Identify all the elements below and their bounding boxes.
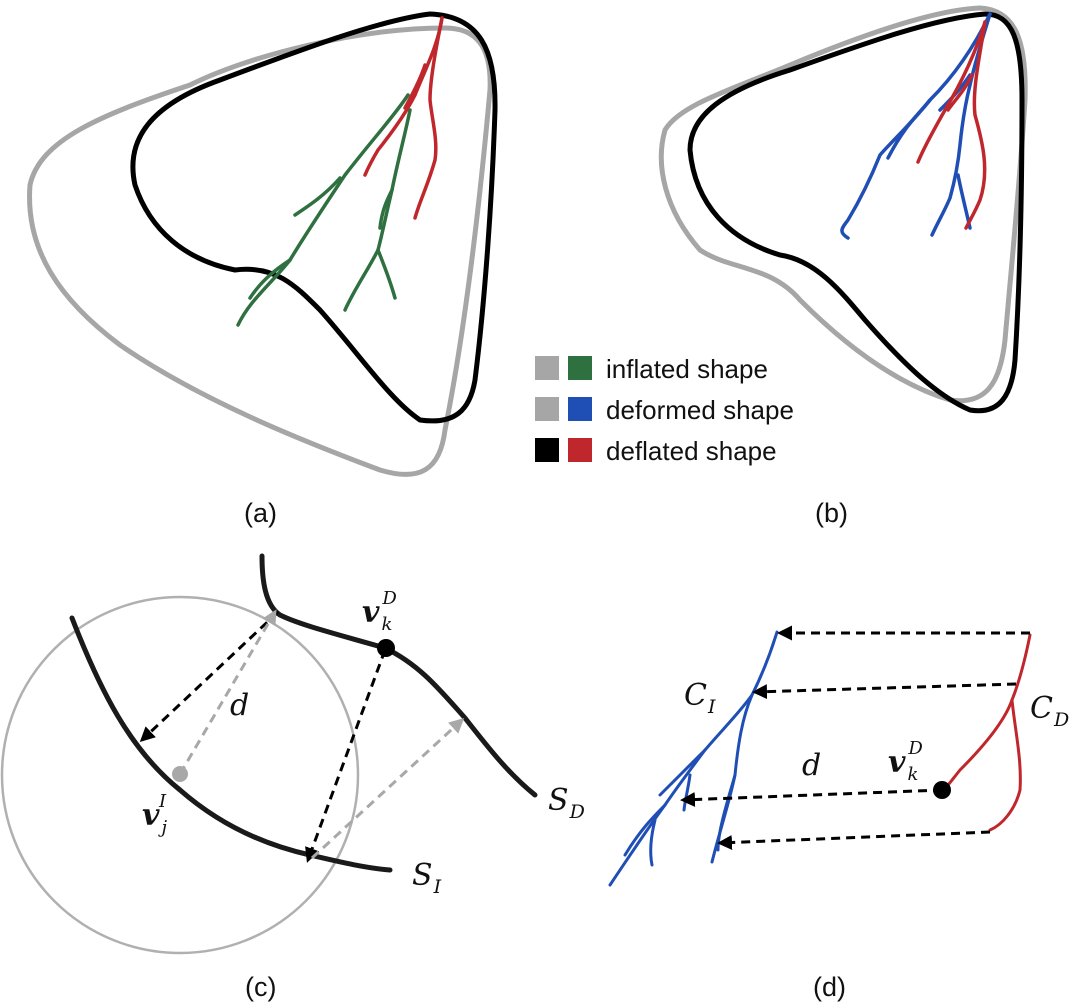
inflated-centerline-c-i: [608, 630, 779, 887]
deformed-outline-b: [658, 5, 1028, 404]
legend-row-inflated: inflated shape: [535, 354, 768, 384]
deflated-centerline-c-d: [940, 633, 1032, 832]
deformed-vessel-b: [840, 12, 992, 240]
point-v-k-d: [377, 639, 395, 657]
legend-label-deflated: deflated shape: [606, 436, 777, 466]
black-dashed-arrow-2: [305, 649, 387, 863]
legend-swatch-inflated-outline: [535, 356, 559, 380]
inflated-outline-a: [27, 25, 493, 477]
deflated-vessel-b: [916, 20, 987, 230]
label-c-d: CD: [1030, 691, 1069, 731]
search-radius-circle: [0, 595, 360, 955]
label-c-i: CI: [684, 678, 716, 718]
legend: inflated shape deformed shape deflated s…: [535, 354, 794, 466]
black-dashed-arrow-1: [139, 610, 280, 743]
label-s-d: SD: [548, 783, 585, 823]
legend-swatch-deflated-outline: [535, 438, 559, 462]
label-s-i: SI: [412, 858, 442, 898]
panel-label-d: (d): [813, 972, 846, 1002]
deflated-outline-a: [130, 11, 498, 424]
inflated-vessel-a: [236, 93, 412, 327]
panel-label-c: (c): [245, 972, 276, 1002]
legend-swatch-deformed-vessel: [568, 397, 592, 421]
legend-label-inflated: inflated shape: [606, 354, 768, 384]
point-v-j-i: [172, 766, 188, 782]
surface-s-i: [69, 615, 393, 873]
legend-row-deformed: deformed shape: [535, 395, 794, 425]
dashed-arrow-d-4: [717, 830, 991, 851]
panel-label-b: (b): [815, 498, 848, 528]
deflated-vessel-a: [363, 16, 444, 220]
label-d-c: d: [230, 688, 249, 723]
legend-swatch-deformed-outline: [535, 397, 559, 421]
legend-label-deformed: deformed shape: [606, 395, 794, 425]
deflated-outline-b: [687, 11, 1025, 414]
legend-swatch-deflated-vessel: [568, 438, 592, 462]
gray-dashed-arrow-1: [178, 609, 277, 775]
surface-s-d: [259, 553, 538, 798]
legend-row-deflated: deflated shape: [535, 436, 777, 466]
gray-dashed-arrow-2: [310, 717, 465, 860]
panel-b: [658, 5, 1028, 414]
legend-swatch-inflated-vessel: [568, 356, 592, 380]
panel-label-a: (a): [244, 498, 277, 528]
dashed-arrow-d-2: [752, 682, 1017, 700]
label-d-d: d: [802, 748, 821, 783]
dashed-arrow-d-3: [680, 788, 943, 808]
point-v-k-d-panel-d: [933, 781, 951, 799]
panel-a: [27, 11, 498, 477]
